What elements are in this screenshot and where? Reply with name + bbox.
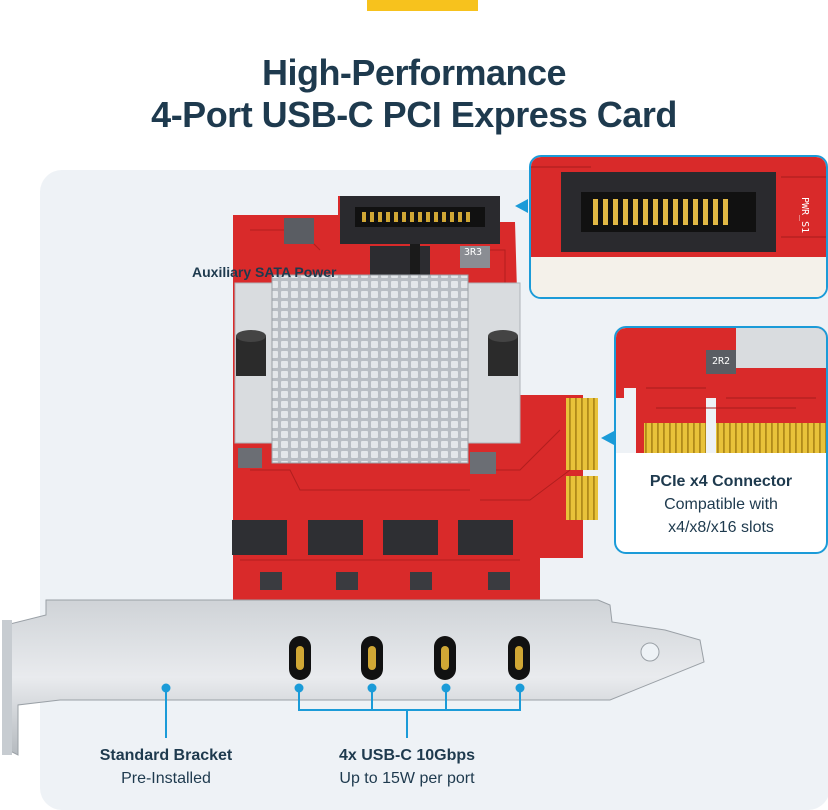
pcie-fingers-b bbox=[566, 476, 598, 520]
controller-chips bbox=[232, 520, 513, 555]
usb-c-ports bbox=[289, 636, 530, 680]
sata-pointer bbox=[515, 199, 528, 213]
pcie-fingers-a bbox=[566, 398, 598, 470]
top-accent-tab bbox=[367, 0, 478, 11]
pcie-title: PCIe x4 Connector bbox=[649, 473, 793, 490]
pc-bracket bbox=[5, 599, 705, 756]
usb-leader bbox=[298, 688, 521, 738]
bracket-desc: Pre-Installed bbox=[121, 770, 211, 787]
pcie-desc-2: x4/x8/x16 slots bbox=[668, 519, 774, 536]
sata-label: Auxiliary SATA Power bbox=[192, 264, 337, 280]
pcie-pointer bbox=[601, 431, 614, 445]
bracket-title: Standard Bracket bbox=[99, 747, 233, 764]
silkscreen-2r2: 2R2 bbox=[712, 356, 731, 367]
sata-callout: PWR_S1 bbox=[529, 155, 828, 299]
silkscreen-pwr: PWR_S1 bbox=[799, 197, 810, 234]
usb-desc: Up to 15W per port bbox=[339, 770, 475, 787]
silkscreen-3r3: 3R3 bbox=[464, 247, 483, 258]
product-illustration bbox=[2, 196, 705, 756]
headline-line-1: High-Performance bbox=[261, 52, 567, 93]
pcie-desc-1: Compatible with bbox=[664, 496, 778, 513]
mounting-springs bbox=[236, 330, 518, 376]
usb-title: 4x USB-C 10Gbps bbox=[338, 747, 476, 764]
headline-line-2: 4-Port USB-C PCI Express Card bbox=[151, 94, 677, 135]
pcie-callout: 2R2 PCIe x4 Connector Compatible with x4… bbox=[614, 326, 828, 554]
heatsink bbox=[271, 274, 469, 464]
